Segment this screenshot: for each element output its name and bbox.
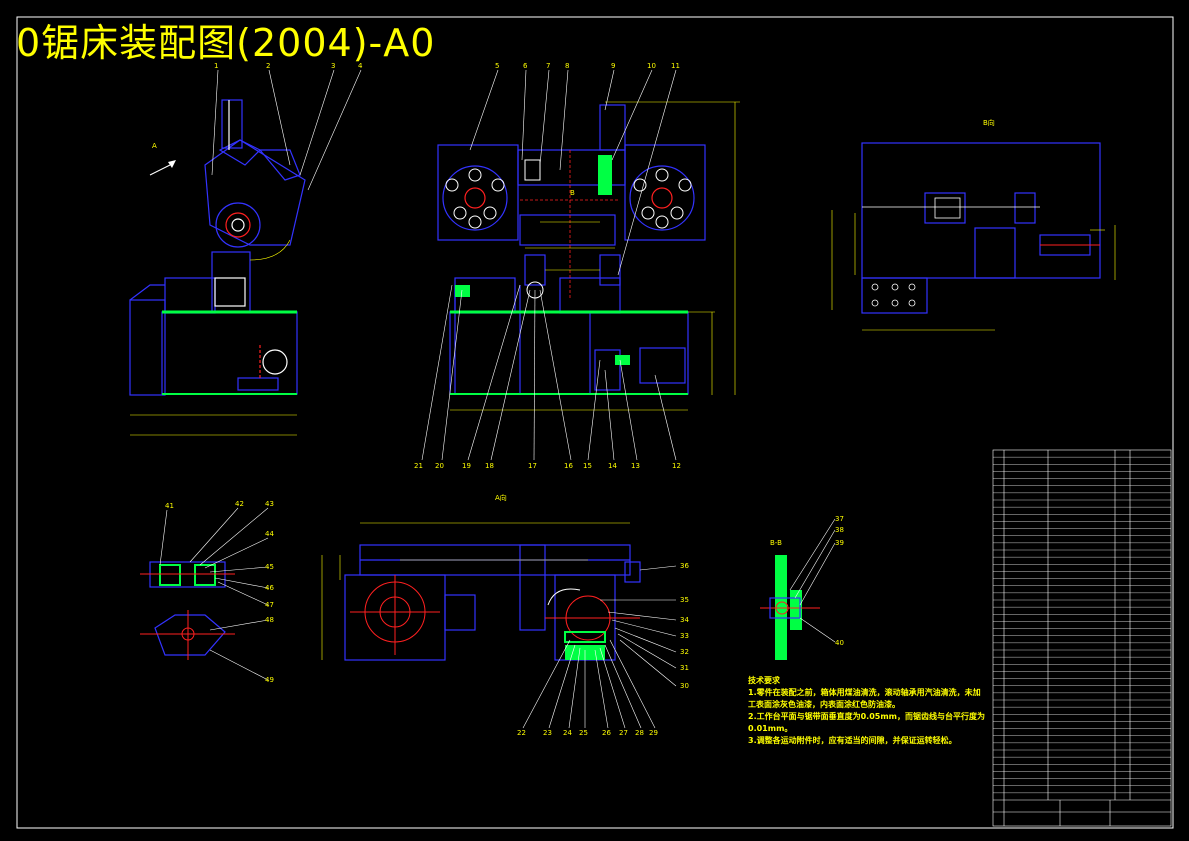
part-label: 24: [563, 729, 572, 737]
tech-requirements: 技术要求 1.零件在装配之前，箱体用煤油清洗，滚动轴承用汽油清洗，未加 工表面涂…: [748, 675, 986, 747]
front-view: [437, 104, 706, 395]
part-label: 47: [265, 601, 274, 609]
part-label: 18: [485, 462, 494, 470]
part-label: 19: [462, 462, 471, 470]
part-label: 29: [649, 729, 658, 737]
tech-requirements-line: 3.调整各运动附件时，应有适当的间隙，并保证运转轻松。: [748, 736, 957, 745]
part-label: 34: [680, 616, 689, 624]
part-label: 43: [265, 500, 274, 508]
part-label: 33: [680, 632, 689, 640]
a-view-title: A向: [495, 493, 507, 502]
bb-section-title: B-B: [770, 539, 782, 547]
tech-requirements-line: 2.工作台平面与锯带面垂直度为0.05mm，而锯齿线与台平行度为: [748, 712, 986, 721]
part-label: 21: [414, 462, 423, 470]
part-label: 7: [546, 62, 550, 70]
part-label: 45: [265, 563, 274, 571]
part-labels: 1 2 3 4 5 6 7 8 9 10 11 21 20 19 18 17 1…: [165, 62, 844, 737]
part-label: 48: [265, 616, 274, 624]
part-label: 8: [565, 62, 569, 70]
part-label: 25: [579, 729, 588, 737]
part-label: 10: [647, 62, 656, 70]
part-label: 36: [680, 562, 689, 570]
part-label: 35: [680, 596, 689, 604]
b-arrow-label: B: [570, 189, 575, 197]
part-label: 15: [583, 462, 592, 470]
part-label: 40: [835, 639, 844, 647]
tech-requirements-line: 工表面涂灰色油漆，内表面涂红色防油漆。: [748, 700, 900, 709]
tech-requirements-line: 1.零件在装配之前，箱体用煤油清洗，滚动轴承用汽油清洗，未加: [748, 688, 981, 697]
part-label: 28: [635, 729, 644, 737]
a-arrow-label: A: [152, 142, 157, 150]
bb-section: B-B: [760, 518, 836, 660]
part-label: 41: [165, 502, 174, 510]
part-label: 5: [495, 62, 499, 70]
part-label: 17: [528, 462, 537, 470]
tech-requirements-heading: 技术要求: [748, 676, 780, 685]
part-label: 11: [671, 62, 680, 70]
part-label: 49: [265, 676, 274, 684]
part-label: 31: [680, 664, 689, 672]
part-label: 2: [266, 62, 270, 70]
part-label: 30: [680, 682, 689, 690]
bom-rows: [993, 456, 1171, 794]
part-label: 16: [564, 462, 573, 470]
part-label: 14: [608, 462, 617, 470]
part-label: 44: [265, 530, 274, 538]
bom-table: [992, 449, 1172, 827]
part-label: 46: [265, 584, 274, 592]
b-view-title: B向: [983, 118, 995, 127]
drawing-frame: [16, 16, 1174, 829]
part-label: 4: [358, 62, 363, 70]
part-label: 39: [835, 539, 844, 547]
part-label: 20: [435, 462, 444, 470]
part-label: 22: [517, 729, 526, 737]
part-label: 38: [835, 526, 844, 534]
part-label: 13: [631, 462, 640, 470]
part-label: 12: [672, 462, 681, 470]
part-label: 26: [602, 729, 611, 737]
part-label: 9: [611, 62, 615, 70]
part-label: 27: [619, 729, 628, 737]
part-label: 6: [523, 62, 528, 70]
part-label: 23: [543, 729, 552, 737]
part-label: 32: [680, 648, 689, 656]
part-label: 42: [235, 500, 244, 508]
drawing-title: 0锯床装配图(2004)-A0: [16, 21, 436, 65]
tech-requirements-line: 0.01mm。: [748, 724, 793, 733]
part-label: 1: [214, 62, 218, 70]
part-label: 3: [331, 62, 335, 70]
part-label: 37: [835, 515, 844, 523]
